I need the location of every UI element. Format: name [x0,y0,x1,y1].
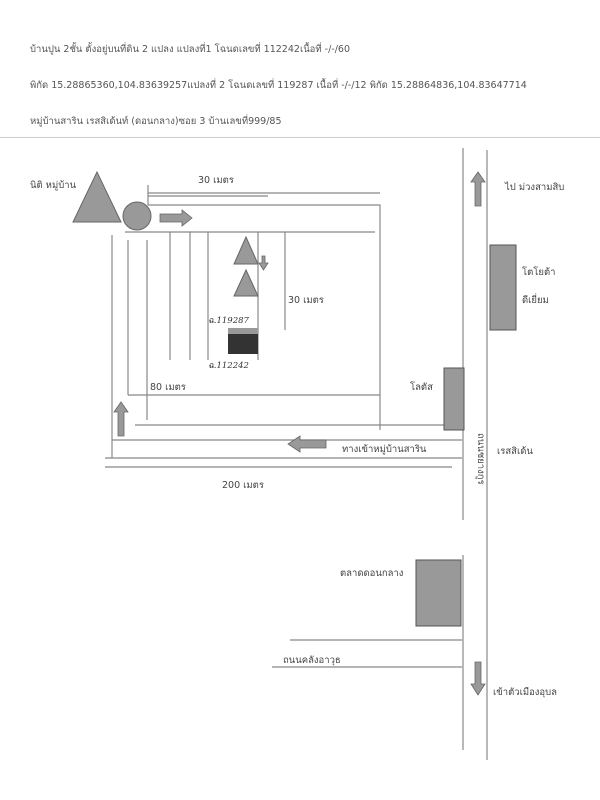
residence-label: เรสสิเด้น [497,446,533,457]
dim-right-label: 30 เมตร [288,295,324,306]
arrow-down-icon [258,255,269,271]
to-city-label: เข้าตัวเมืองอุบล [493,687,557,698]
lotus-building [443,367,465,431]
market-building [415,559,462,627]
plot-1 [228,328,258,334]
toyota-label-2: ดีเยี่ยม [522,293,549,306]
village-entrance-label: ทางเข้าหมู่บ้านสาริน [342,444,427,455]
house-marker [233,268,259,297]
toyota-building [489,244,517,331]
arrow-up-icon [470,171,486,207]
arrow-up-icon [113,401,129,437]
road-name-label: ถนนชยางกูร [475,433,486,485]
juristic-office-label: นิติ หมู่บ้าน [30,180,77,191]
coordinates-line: พิกัด 15.28865360,104.83639257แปลงที่ 2 … [30,80,527,91]
circle-marker [122,201,152,231]
market-label: ตลาดดอนกลาง [340,568,403,579]
toyota-label: โตโยต้า [522,266,555,278]
house-marker [233,235,259,265]
address-line: หมู่บ้านสาริน เรสสิเด้นท์ (ดอนกลาง)ซอย 3… [30,116,282,127]
arrow-left-icon [287,435,327,453]
to-muang-sam-sip-label: ไป ม่วงสามสิบ [504,181,564,193]
plot-2 [228,334,258,354]
arsenal-road-label: ถนนคลังอาวุธ [283,655,341,666]
divider [0,137,600,138]
property-description: บ้านปูน 2ชั้น ตั้งอยู่บนที่ดิน 2 แปลง แป… [30,44,351,55]
dim-top-label: 30 เมตร [198,175,234,186]
dim-bottom-label: 200 เมตร [222,480,264,491]
dim-left-label: 80 เมตร [150,382,186,393]
village-boundary [147,185,381,430]
arrow-right-icon [159,209,193,227]
juristic-office-marker [72,170,122,223]
deed-2-label: ฉ.112242 [208,361,249,371]
arrow-down-icon [470,661,486,696]
lotus-label: โลตัส [410,381,433,393]
deed-1-label: ฉ.119287 [208,316,250,326]
